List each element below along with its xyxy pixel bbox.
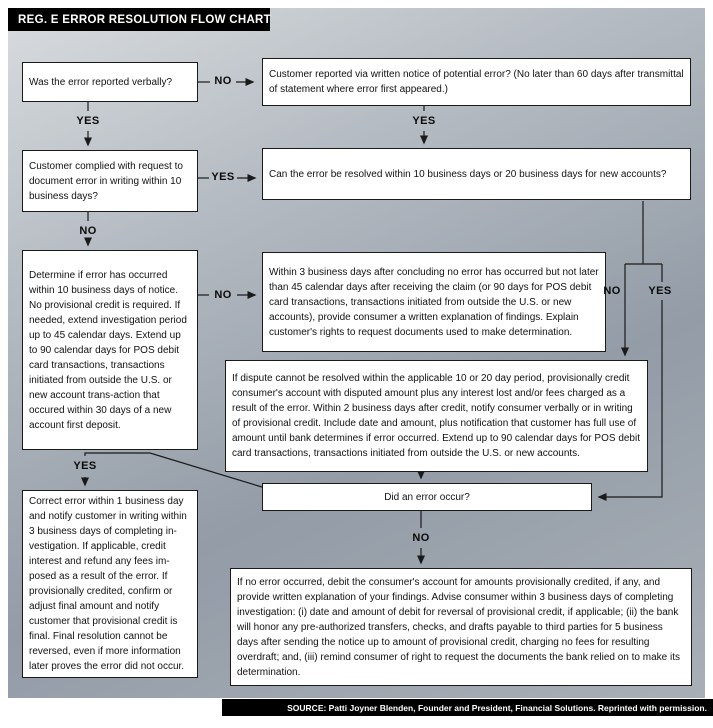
flow-label-yes: YES (76, 115, 100, 127)
flow-label-no: NO (214, 289, 232, 301)
flow-box-did-error-occur: Did an error occur? (262, 483, 592, 511)
chart-title: REG. E ERROR RESOLUTION FLOW CHART (18, 13, 271, 26)
flow-box-determine-error: Determine if error has occurred within 1… (22, 250, 198, 450)
flow-box-written-notice: Customer reported via written notice of … (262, 58, 691, 106)
flow-label-yes: YES (73, 460, 97, 472)
flow-box-provisional-credit: If dispute cannot be resolved within the… (225, 360, 648, 472)
flow-label-no: NO (79, 225, 97, 237)
flow-label-yes: YES (412, 115, 436, 127)
source-text: SOURCE: Patti Joyner Blenden, Founder an… (287, 702, 707, 713)
flow-label-yes: YES (211, 171, 235, 183)
flow-box-no-error-debit: If no error occurred, debit the consumer… (230, 568, 692, 686)
flow-box-correct-error: Correct error within 1 business day and … (22, 490, 198, 678)
source-bar: SOURCE: Patti Joyner Blenden, Founder an… (222, 699, 713, 716)
flow-label-no: NO (214, 75, 232, 87)
chart-title-bar: REG. E ERROR RESOLUTION FLOW CHART (8, 8, 271, 31)
flow-box-written-explanation: Within 3 business days after concluding … (262, 252, 606, 352)
flow-box-reported-verbally: Was the error reported verbally? (22, 62, 198, 102)
flow-label-no: NO (603, 285, 621, 297)
flow-label-yes: YES (648, 285, 672, 297)
flow-label-no: NO (412, 532, 430, 544)
flow-box-resolved-10-20-days: Can the error be resolved within 10 busi… (262, 148, 691, 200)
flow-box-complied-request: Customer complied with request to docume… (22, 150, 198, 212)
